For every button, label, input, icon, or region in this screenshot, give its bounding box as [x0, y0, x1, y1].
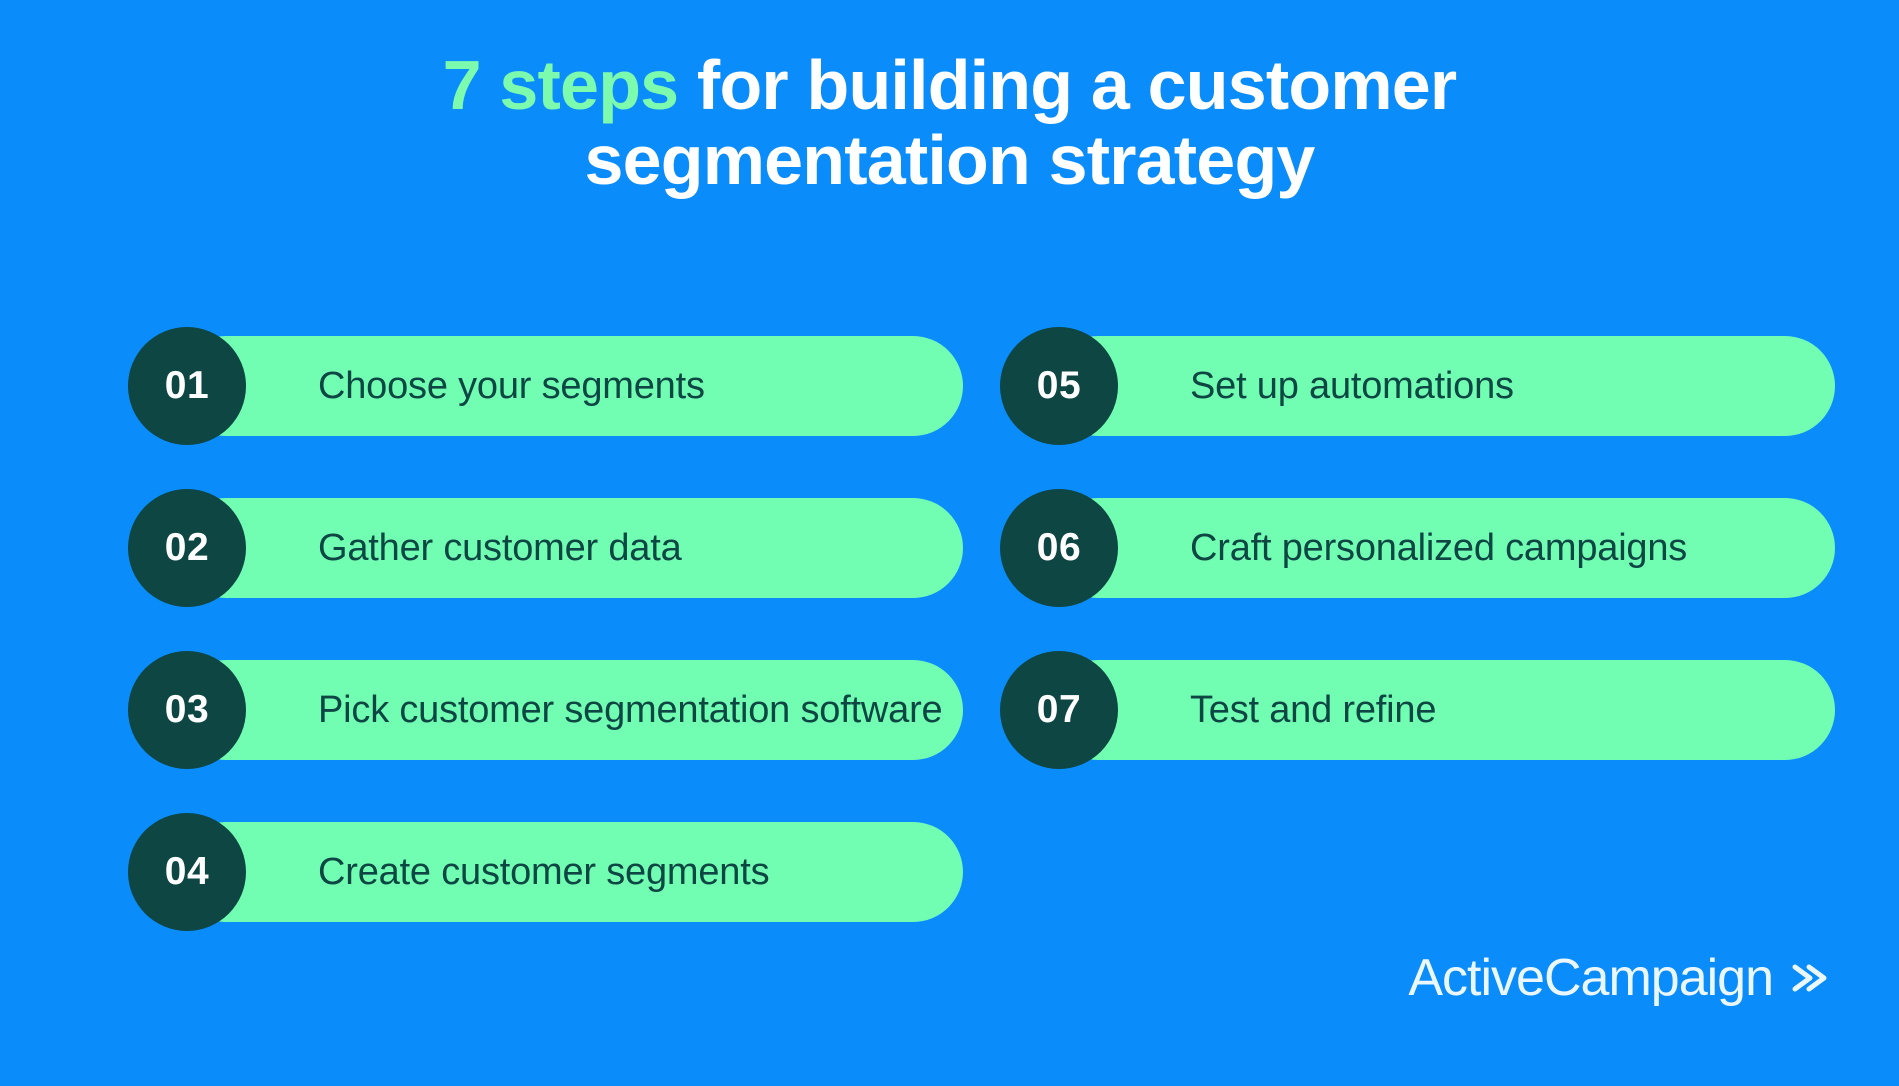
step-row[interactable]: 03 Pick customer segmentation software	[128, 651, 963, 769]
step-label: Create customer segments	[318, 850, 770, 893]
step-pill	[1048, 660, 1835, 760]
step-number-badge: 05	[1000, 327, 1118, 445]
activecampaign-logo[interactable]: ActiveCampaign	[1408, 948, 1829, 1008]
title-rest: for building a customer	[678, 46, 1457, 124]
step-number: 04	[164, 850, 210, 893]
title-line-2: segmentation strategy	[584, 120, 1315, 199]
step-number-badge: 04	[128, 813, 246, 931]
page-title: 7 steps for building a customer segmenta…	[0, 48, 1899, 198]
step-label: Set up automations	[1190, 364, 1514, 407]
step-pill	[1048, 336, 1835, 436]
title-accent: 7 steps	[442, 46, 679, 124]
step-pill	[176, 498, 963, 598]
double-chevron-right-icon	[1789, 958, 1829, 998]
step-label: Gather customer data	[318, 526, 682, 569]
step-number-badge: 06	[1000, 489, 1118, 607]
step-row[interactable]: 05 Set up automations	[1000, 327, 1835, 445]
step-number-badge: 02	[128, 489, 246, 607]
step-pill	[1048, 498, 1835, 598]
brand-name: ActiveCampaign	[1408, 949, 1774, 1007]
step-label: Test and refine	[1190, 688, 1437, 731]
step-row[interactable]: 01 Choose your segments	[128, 327, 963, 445]
title-line-1: 7 steps for building a customer	[0, 48, 1899, 123]
step-row[interactable]: 02 Gather customer data	[128, 489, 963, 607]
steps-grid: 01 Choose your segments 02 Gather custom…	[0, 327, 1899, 931]
steps-column-left: 01 Choose your segments 02 Gather custom…	[128, 327, 963, 975]
step-label: Choose your segments	[318, 364, 705, 407]
step-number: 07	[1036, 688, 1082, 731]
step-number-badge: 07	[1000, 651, 1118, 769]
step-number-badge: 01	[128, 327, 246, 445]
step-number: 02	[164, 526, 210, 569]
step-pill	[176, 336, 963, 436]
step-number: 05	[1036, 364, 1082, 407]
step-row[interactable]: 04 Create customer segments	[128, 813, 963, 931]
step-number-badge: 03	[128, 651, 246, 769]
step-number: 06	[1036, 526, 1082, 569]
step-pill	[176, 822, 963, 922]
step-number: 01	[164, 364, 210, 407]
step-pill	[176, 660, 963, 760]
step-row[interactable]: 07 Test and refine	[1000, 651, 1835, 769]
step-number: 03	[164, 688, 210, 731]
step-label: Craft personalized campaigns	[1190, 526, 1688, 569]
step-label: Pick customer segmentation software	[318, 688, 943, 731]
step-row[interactable]: 06 Craft personalized campaigns	[1000, 489, 1835, 607]
steps-column-right: 05 Set up automations 06 Craft personali…	[1000, 327, 1835, 813]
